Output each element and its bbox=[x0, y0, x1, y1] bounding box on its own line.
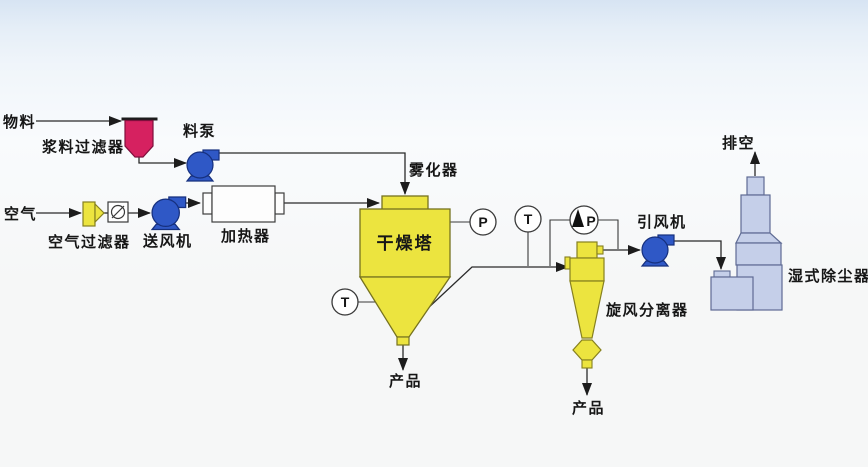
pipe-filter-to-pump bbox=[138, 157, 187, 168]
cyclone-cone bbox=[569, 280, 605, 339]
heater-flange-left bbox=[202, 192, 213, 215]
air-filter-cone bbox=[94, 202, 105, 224]
supply-fan bbox=[151, 196, 187, 231]
feed-pump bbox=[186, 149, 220, 182]
air-filter bbox=[82, 201, 105, 227]
label-induced-fan: 引风机 bbox=[637, 213, 687, 231]
label-drying-tower: 干燥塔 bbox=[377, 233, 434, 253]
label-product-cyclone: 产品 bbox=[572, 399, 605, 417]
tap-dp-left bbox=[549, 219, 570, 266]
slurry-filter bbox=[121, 117, 158, 158]
cyclone-discharge-stub bbox=[581, 359, 593, 369]
scrubber-inlet-fitting bbox=[713, 270, 731, 278]
heater bbox=[202, 185, 285, 223]
label-feed-pump: 料泵 bbox=[183, 122, 216, 140]
label-air-filter: 空气过滤器 bbox=[48, 233, 131, 251]
label-vent: 排空 bbox=[722, 134, 755, 152]
temp-gauge-tower-label: T bbox=[341, 294, 350, 310]
cyclone-body bbox=[569, 257, 605, 282]
air-filter-body bbox=[82, 201, 96, 227]
label-material: 物料 bbox=[3, 113, 36, 131]
drying-tower-cone bbox=[358, 276, 452, 338]
slurry-filter-rim bbox=[121, 117, 158, 121]
label-product-tower: 产品 bbox=[389, 372, 422, 390]
drying-tower-outlet bbox=[396, 336, 410, 346]
slurry-filter-body bbox=[124, 119, 154, 158]
dp-gauge-label: P bbox=[586, 213, 595, 229]
tap-dp-right bbox=[598, 219, 619, 249]
scrubber-upper-column bbox=[740, 194, 771, 234]
temp-gauge-duct: T bbox=[514, 205, 542, 233]
scrubber-transition bbox=[735, 232, 783, 244]
induced-fan bbox=[641, 234, 675, 267]
cyclone-rotary-valve bbox=[572, 339, 602, 361]
label-wet-scrubber: 湿式除尘器 bbox=[788, 267, 868, 285]
label-supply-fan: 送风机 bbox=[142, 232, 193, 250]
pipe-tower-to-cyclone bbox=[426, 262, 569, 310]
pressure-gauge-label: P bbox=[478, 214, 487, 230]
cyclone-inlet-fitting bbox=[564, 256, 571, 270]
scrubber-middle bbox=[735, 242, 782, 266]
label-heater: 加热器 bbox=[220, 227, 271, 245]
pressure-gauge-tower: P bbox=[469, 208, 497, 236]
wet-scrubber bbox=[710, 176, 783, 311]
label-cyclone: 旋风分离器 bbox=[605, 301, 689, 319]
heater-flange-right bbox=[274, 192, 285, 215]
label-air: 空气 bbox=[4, 205, 37, 223]
temp-gauge-tower: T bbox=[331, 288, 359, 316]
delta-triangle-icon bbox=[572, 209, 584, 227]
drying-tower bbox=[358, 195, 452, 346]
cyclone-separator bbox=[564, 241, 605, 369]
cyclone-top-box bbox=[576, 241, 598, 259]
damper-icon bbox=[107, 201, 129, 223]
drying-tower-cap bbox=[381, 195, 429, 211]
scrubber-stack bbox=[746, 176, 765, 196]
temp-gauge-duct-label: T bbox=[524, 211, 533, 227]
pipe-fan-to-scrubber bbox=[674, 240, 726, 270]
label-slurry-filter: 浆料过滤器 bbox=[42, 138, 125, 156]
dp-gauge-cyclone: P bbox=[569, 205, 599, 235]
heater-body bbox=[211, 185, 276, 223]
label-atomizer: 雾化器 bbox=[408, 161, 459, 179]
pipe-pump-to-atomizer bbox=[219, 152, 410, 195]
cyclone-outlet-nub bbox=[596, 245, 604, 255]
scrubber-tank bbox=[710, 276, 754, 311]
drying-tower-body bbox=[359, 208, 451, 278]
